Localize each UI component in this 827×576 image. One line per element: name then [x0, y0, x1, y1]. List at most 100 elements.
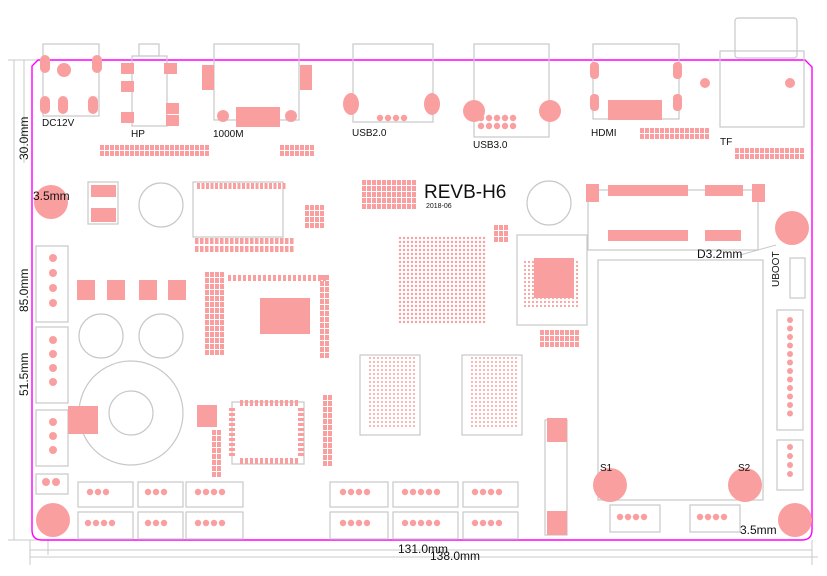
pad: [527, 284, 531, 288]
pad: [377, 361, 379, 363]
pad: [571, 260, 575, 264]
pad: [446, 236, 450, 240]
pad: [398, 264, 402, 268]
pad: [511, 385, 513, 387]
pad: [285, 458, 288, 464]
pad: [482, 256, 486, 260]
label-hp: HP: [131, 129, 145, 140]
pad: [414, 284, 418, 288]
pad: [320, 223, 324, 228]
pad: [442, 288, 446, 292]
pad: [413, 397, 415, 399]
pad: [320, 305, 324, 310]
pad: [450, 244, 454, 248]
pad: [414, 276, 418, 280]
pad: [393, 401, 395, 403]
pad: [414, 292, 418, 296]
pad: [438, 284, 442, 288]
pad: [260, 246, 264, 252]
pad: [413, 405, 415, 407]
pad: [430, 280, 434, 284]
pad: [575, 272, 579, 276]
pad: [458, 288, 462, 292]
pad: [205, 308, 209, 313]
pad: [462, 244, 466, 248]
pad: [540, 336, 544, 341]
pad: [462, 236, 466, 240]
pad: [381, 409, 383, 411]
dim-height-total: 85.0mm: [17, 269, 31, 312]
pad: [320, 299, 324, 304]
pad: [373, 361, 375, 363]
pad: [501, 122, 509, 130]
pad: [202, 488, 210, 496]
pad: [475, 357, 477, 359]
pad: [210, 344, 214, 349]
pad: [482, 240, 486, 244]
pad: [470, 316, 474, 320]
pad: [454, 296, 458, 300]
pad: [367, 204, 371, 209]
dim-width-inner: 131.0mm: [398, 542, 448, 556]
pad: [466, 300, 470, 304]
pad: [565, 336, 569, 341]
pad: [422, 304, 426, 308]
pad: [339, 488, 347, 496]
pad: [406, 260, 410, 264]
pad: [527, 292, 531, 296]
pad: [471, 413, 473, 415]
pad: [389, 397, 391, 399]
pad: [373, 417, 375, 419]
pad: [413, 365, 415, 367]
pad: [270, 246, 274, 252]
pad: [755, 154, 759, 159]
pad: [487, 357, 489, 359]
pad: [323, 443, 327, 448]
pad: [483, 425, 485, 427]
pad: [434, 264, 438, 268]
label-s2: S2: [738, 463, 751, 474]
pad: [563, 288, 567, 292]
pad: [426, 300, 430, 304]
pad: [735, 148, 739, 153]
pad: [422, 296, 426, 300]
pad: [373, 425, 375, 427]
pad: [385, 417, 387, 419]
pad: [539, 300, 543, 304]
pad: [511, 413, 513, 415]
pad: [466, 256, 470, 260]
pad: [478, 300, 482, 304]
pad: [450, 268, 454, 272]
pad: [474, 272, 478, 276]
pad: [409, 397, 411, 399]
pad: [511, 405, 513, 407]
pad: [84, 519, 92, 527]
pad: [571, 304, 575, 308]
pad: [426, 264, 430, 268]
pad: [377, 417, 379, 419]
pad: [409, 401, 411, 403]
pad: [210, 238, 214, 244]
pad: [387, 192, 391, 197]
pad: [290, 400, 293, 406]
pad: [298, 423, 304, 426]
pad: [503, 377, 505, 379]
pad: [377, 381, 379, 383]
pad: [377, 198, 381, 203]
pad: [422, 252, 426, 256]
pad: [305, 211, 309, 216]
pad: [491, 425, 493, 427]
pad: [458, 296, 462, 300]
pad: [458, 256, 462, 260]
pad: [645, 128, 649, 133]
pad: [482, 292, 486, 296]
pad: [531, 288, 535, 292]
pad: [372, 198, 376, 203]
pad: [531, 304, 535, 308]
pad: [270, 400, 273, 406]
pad: [442, 320, 446, 324]
pad: [511, 401, 513, 403]
pad: [320, 287, 324, 292]
pad: [328, 407, 332, 412]
pad: [347, 488, 355, 496]
